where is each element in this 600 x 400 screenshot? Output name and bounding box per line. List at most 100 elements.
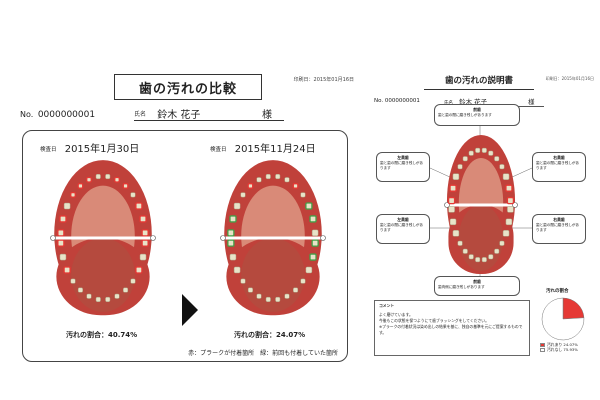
lower-tooth — [494, 248, 500, 254]
upper-tooth — [57, 229, 65, 237]
comparison-panel — [22, 130, 348, 362]
lower-tooth — [502, 230, 510, 237]
lower-tooth — [462, 248, 468, 254]
mouth-diagram-explanation — [444, 135, 518, 274]
lower-tooth — [468, 254, 474, 260]
callout-title: 前歯 — [473, 279, 481, 284]
callout-right-lower: 右奥歯 歯と歯の間に磨き残しがあります — [532, 214, 586, 244]
callout-title: 右奥歯 — [553, 217, 565, 222]
clean-swatch — [540, 348, 545, 352]
lower-tooth — [265, 296, 271, 302]
pie-legend: 汚れあり 24.07% 汚れなし 75.93% — [540, 342, 578, 352]
comment-line: 今後もこの状態を保つようにて歯ブラッシングをしてください。 — [379, 318, 489, 323]
upper-tooth — [447, 196, 456, 205]
clean-label: 汚れなし — [547, 347, 563, 352]
lower-tooth — [452, 230, 460, 237]
dirty-value: 24.07% — [563, 342, 578, 347]
divider-handle — [512, 202, 518, 208]
upper-tooth — [265, 174, 271, 180]
upper-tooth — [506, 196, 515, 205]
color-legend: 赤：プラークが付着箇所 緑：前回も付着していた箇所 — [188, 350, 338, 357]
lower-tooth — [284, 293, 290, 299]
explanation-patient-id: No. 0000000001 — [374, 98, 420, 104]
explanation-title: 歯の汚れの説明書 — [424, 74, 534, 90]
upper-tooth — [488, 150, 494, 156]
upper-tooth — [468, 150, 474, 156]
lower-tooth — [229, 253, 237, 261]
lower-tooth — [130, 278, 136, 284]
comment-box: コメント よく磨けています。 今後もこの状態を保つようにて歯ブラッシングをしてく… — [374, 300, 530, 356]
pie-legend-clean: 汚れなし 75.93% — [540, 347, 578, 352]
upper-tooth — [95, 174, 101, 180]
lower-tooth — [77, 287, 83, 293]
explanation-name-label: 氏名 — [444, 101, 453, 106]
upper-tooth — [77, 183, 84, 189]
before-date-label: 検査日 — [40, 147, 57, 153]
divider-handle — [150, 235, 156, 241]
pie-slice-dirty — [562, 297, 585, 320]
callout-text: 歯と歯の間に磨き残しがあります — [380, 223, 424, 232]
lower-tooth — [105, 296, 111, 302]
lower-tooth — [309, 253, 317, 261]
lower-tooth — [141, 239, 149, 247]
patient-name: 鈴木 花子 — [157, 110, 201, 121]
lower-tooth — [449, 218, 457, 226]
upper-tooth — [229, 215, 237, 223]
dirty-label: 汚れあり — [547, 342, 563, 347]
explanation-honorific: 様 — [528, 98, 535, 106]
callout-right-upper: 右奥歯 歯と歯の間に磨き残しがあります — [532, 152, 586, 182]
honorific: 様 — [262, 110, 272, 121]
connector-line — [429, 167, 453, 179]
callout-text: 歯と歯の間に磨き残しがあります — [536, 161, 580, 170]
arrow-right-icon — [182, 294, 198, 326]
callout-left-upper: 左奥歯 歯と歯の間に磨き残しがあります — [376, 152, 430, 182]
patient-no-label: No. — [20, 110, 34, 119]
upper-tooth — [227, 229, 235, 237]
plaque-ratio-pie — [541, 297, 585, 341]
lower-tooth — [488, 254, 494, 260]
pie-title: 汚れの割合 — [546, 289, 569, 294]
upper-tooth — [305, 202, 313, 210]
callout-title: 前歯 — [473, 107, 481, 112]
upper-tooth — [130, 192, 136, 198]
lower-tooth — [59, 253, 67, 261]
comparison-title: 歯の汚れの比較 — [114, 74, 262, 100]
mouth-diagram-before — [50, 160, 156, 316]
upper-tooth — [70, 191, 76, 198]
explanation-patient-name: 鈴木 花子 — [459, 98, 488, 106]
lower-tooth — [123, 287, 129, 293]
callout-front-upper: 前歯 歯と歯の間に磨き残しがあります — [434, 104, 520, 126]
callout-text: 歯と歯の間に磨き残しがあります — [438, 113, 492, 117]
comparison-sheet: 歯の汚れの比較 印刷日：2015年01月16日 No. 0000000001 氏… — [6, 68, 358, 364]
upper-tooth — [481, 147, 487, 153]
upper-tooth — [284, 177, 290, 183]
lower-tooth — [247, 287, 253, 293]
lower-tooth — [305, 266, 313, 274]
name-label: 氏名 — [134, 111, 147, 118]
after-date: 2015年11月24日 — [234, 144, 316, 155]
tongue — [71, 238, 135, 312]
upper-tooth — [502, 173, 510, 180]
lower-tooth — [275, 296, 281, 302]
lower-tooth — [475, 257, 481, 263]
upper-tooth — [122, 183, 129, 189]
lower-tooth — [227, 239, 235, 247]
callout-text: 歯と歯の間に磨き残しがあります — [380, 161, 424, 170]
upper-tooth — [139, 215, 147, 223]
upper-tooth — [141, 229, 149, 237]
lower-tooth — [300, 278, 306, 284]
lower-tooth — [63, 266, 71, 274]
callout-left-lower: 左奥歯 歯と歯の間に磨き残しがあります — [376, 214, 430, 244]
lower-tooth — [256, 293, 262, 299]
before-date: 2015年1月30日 — [64, 144, 140, 155]
connector-line — [509, 167, 533, 179]
lower-tooth — [457, 240, 463, 246]
print-date: 印刷日：2015年01月16日 — [293, 77, 354, 83]
upper-tooth — [86, 176, 92, 183]
tongue — [241, 238, 305, 312]
lower-tooth — [505, 218, 513, 226]
clean-value: 75.93% — [563, 347, 578, 352]
upper-tooth — [292, 183, 299, 189]
upper-tooth — [494, 156, 500, 162]
pie-legend-dirty: 汚れあり 24.07% — [540, 342, 578, 347]
